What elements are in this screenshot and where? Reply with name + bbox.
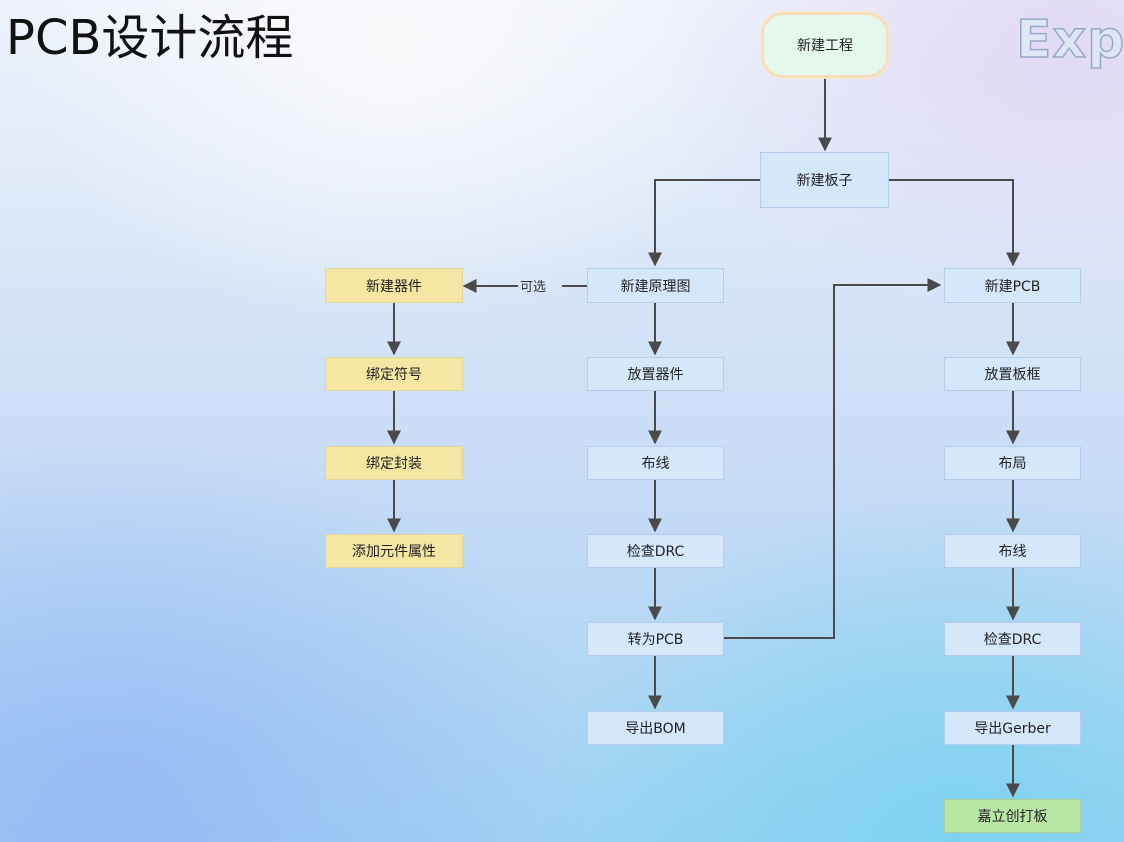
node-schematic-drc[interactable]: 检查DRC [587,534,724,568]
node-export-bom[interactable]: 导出BOM [587,711,724,745]
arrow-convert-to-newpcb [724,278,942,639]
node-add-attributes[interactable]: 添加元件属性 [325,534,463,568]
node-convert-to-pcb[interactable]: 转为PCB [587,622,724,656]
node-place-outline[interactable]: 放置板框 [944,357,1081,391]
node-pcb-drc[interactable]: 检查DRC [944,622,1081,656]
arrow-board-to-pcb [889,179,1020,267]
node-pcb-routing[interactable]: 布线 [944,534,1081,568]
node-new-project[interactable]: 新建工程 [761,12,889,78]
page-title: PCB设计流程 [6,10,294,66]
node-jlc-fabrication[interactable]: 嘉立创打板 [944,799,1081,833]
node-bind-package[interactable]: 绑定封装 [325,446,463,480]
node-new-device[interactable]: 新建器件 [325,268,463,303]
watermark-logo: Expo [1016,9,1124,71]
node-export-gerber[interactable]: 导出Gerber [944,711,1081,745]
node-place-components[interactable]: 放置器件 [587,357,724,391]
node-new-pcb[interactable]: 新建PCB [944,268,1081,303]
arrow-board-to-schematic [648,179,760,267]
node-bind-symbol[interactable]: 绑定符号 [325,357,463,391]
optional-label: 可选 [520,280,547,295]
node-new-schematic[interactable]: 新建原理图 [587,268,724,303]
node-layout[interactable]: 布局 [944,446,1081,480]
node-new-board[interactable]: 新建板子 [760,152,889,208]
node-schematic-wiring[interactable]: 布线 [587,446,724,480]
